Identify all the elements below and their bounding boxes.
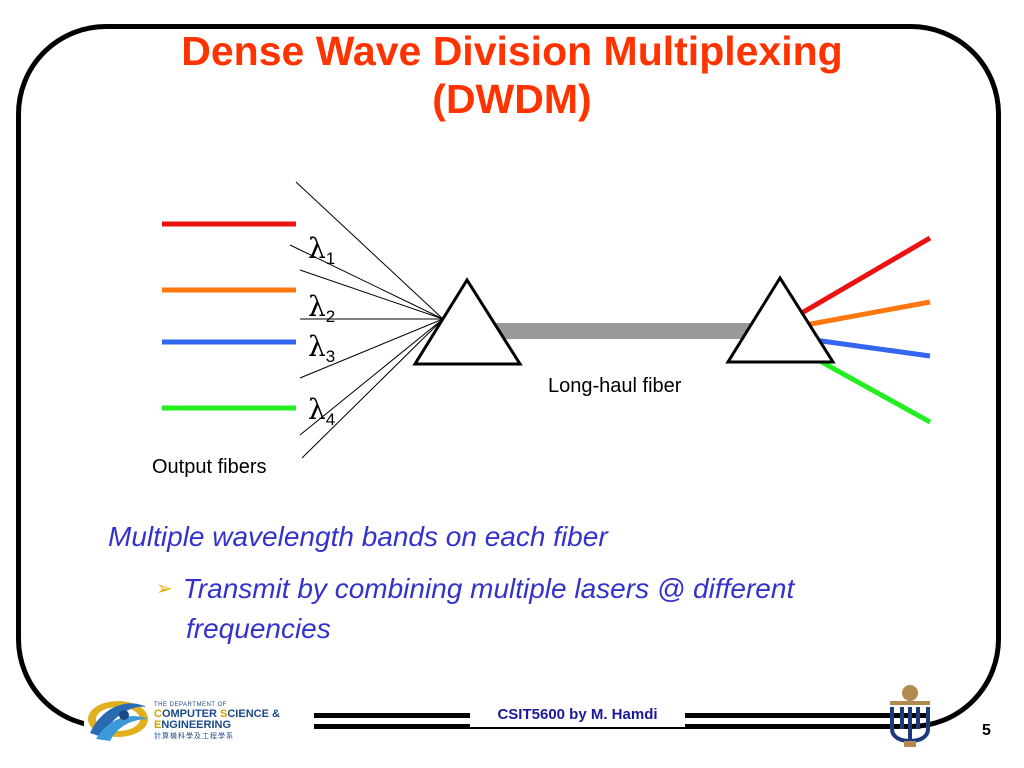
converging-lines (289, 181, 444, 459)
bullet-sub-line-1: Transmit by combining multiple lasers @ … (182, 573, 795, 604)
cse-emblem-icon (88, 701, 148, 741)
dept-small-text: THE DEPARTMENT OF (154, 702, 227, 708)
demultiplexer-triangle (725, 275, 836, 364)
lambda-3-label: λ3 (308, 330, 336, 366)
output-fibers-label: Output fibers (152, 456, 267, 478)
output-line-orange (799, 299, 931, 329)
bullet-main: Multiple wavelength bands on each fiber (108, 521, 608, 552)
bullet-arrow-icon: ➢ (156, 578, 173, 600)
page-number: 5 (982, 722, 991, 739)
multiplexer-triangle (412, 277, 523, 366)
bullet-sub-line-2: frequencies (186, 613, 331, 644)
slide-title: Dense Wave Division Multiplexing (DWDM) (0, 27, 1024, 123)
footer-course-text: CSIT5600 by M. Hamdi (470, 703, 685, 727)
title-line-2: (DWDM) (432, 76, 592, 122)
department-logo: THE DEPARTMENT OF COMPUTER SCIENCE & ENG… (84, 693, 314, 745)
lambda-2-label: λ2 (308, 290, 336, 326)
long-haul-fiber-label: Long-haul fiber (548, 375, 682, 397)
lambda-1-label: λ1 (308, 232, 336, 268)
dept-name: COMPUTER SCIENCE & ENGINEERING (154, 708, 280, 731)
output-line-red (798, 235, 932, 317)
lambda-4-label: λ4 (308, 393, 336, 429)
university-logo-icon (890, 685, 930, 747)
long-haul-fiber (468, 323, 768, 339)
title-line-1: Dense Wave Division Multiplexing (181, 28, 843, 74)
output-line-blue (799, 335, 931, 359)
dept-chinese-name: 計算機科學及工程學系 (154, 733, 234, 740)
bullet-sub: ➢ Transmit by combining multiple lasers @… (156, 569, 956, 649)
